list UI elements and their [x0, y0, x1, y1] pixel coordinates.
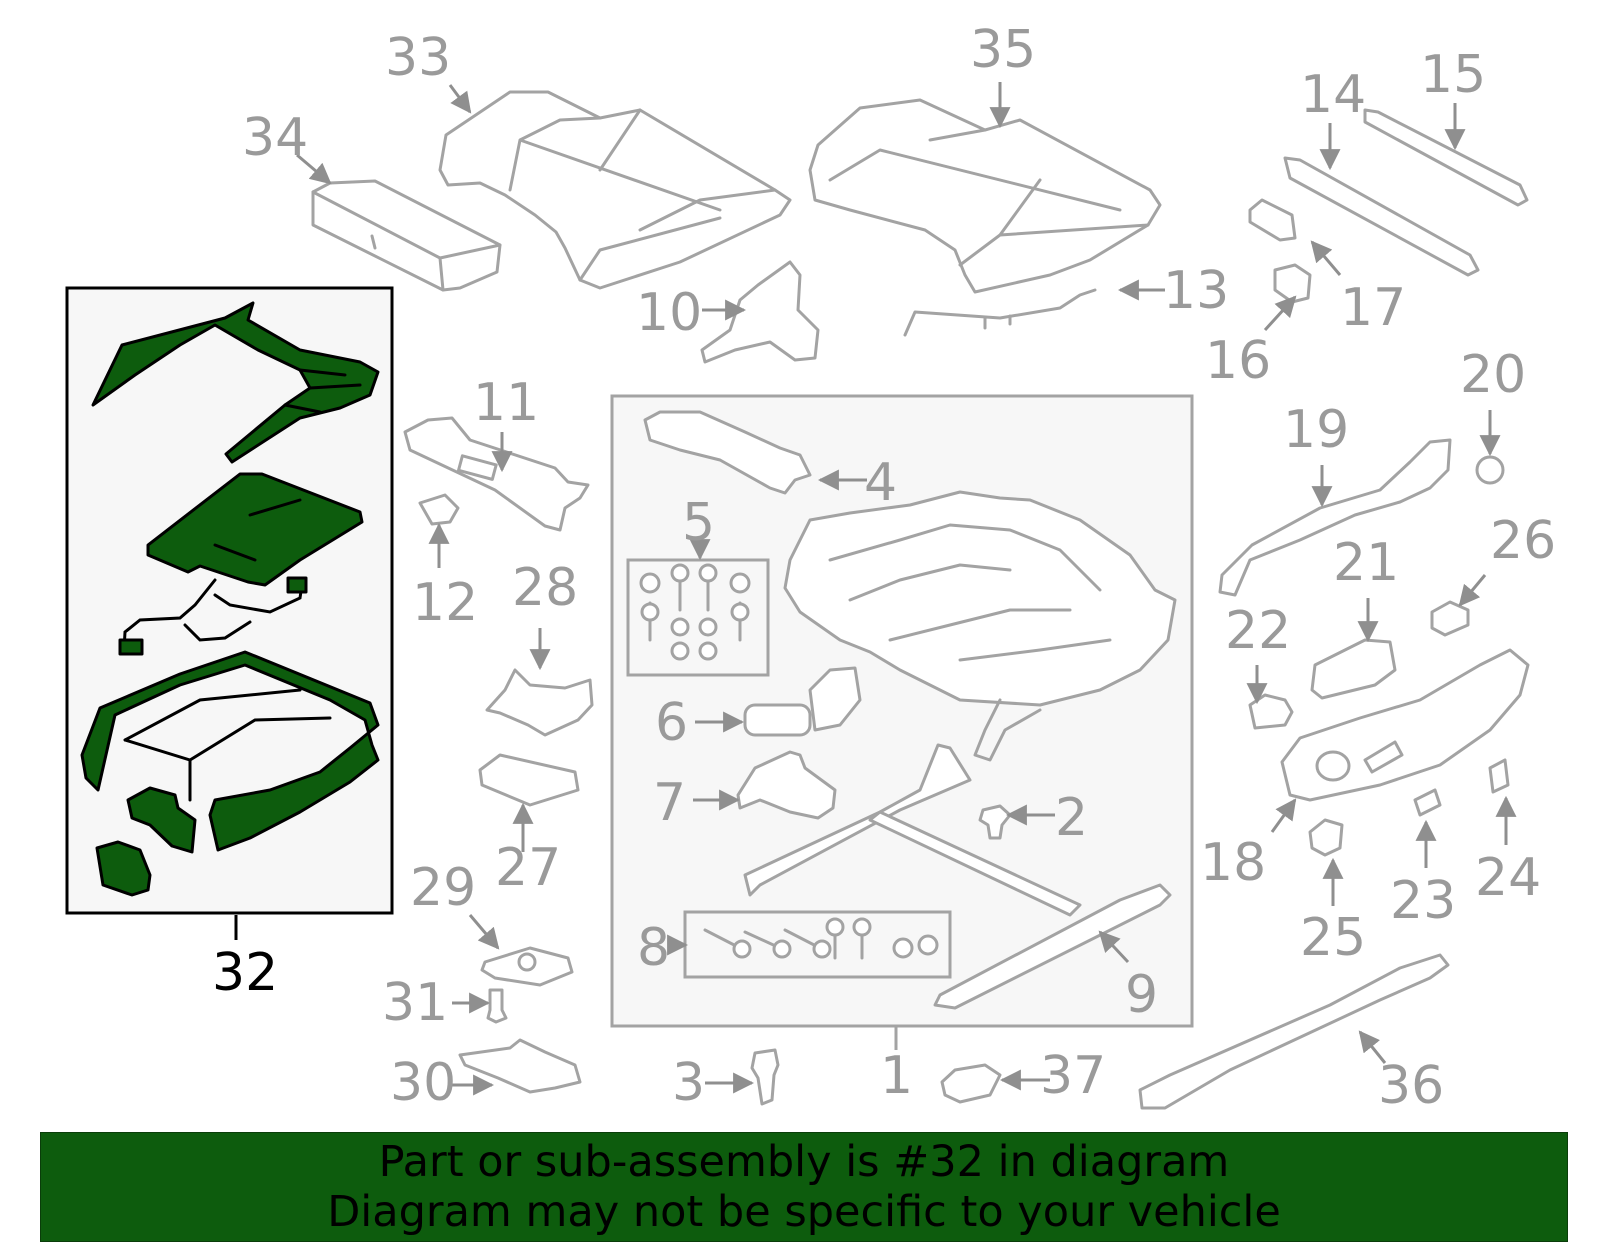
- part-11-crossmember[interactable]: [403, 416, 590, 532]
- callout-2: 2: [1055, 788, 1088, 848]
- part-37-clip[interactable]: [940, 1063, 1002, 1104]
- part-6-motor[interactable]: [743, 666, 862, 737]
- callout-37: 37: [1040, 1046, 1106, 1106]
- heater-mat: [146, 472, 364, 587]
- callout-36: 36: [1378, 1056, 1444, 1116]
- part-17-clip[interactable]: [1248, 198, 1297, 242]
- cushion-pad: [80, 650, 380, 852]
- part-3-bolt[interactable]: [750, 1048, 780, 1106]
- assembly-32-inset[interactable]: [65, 286, 394, 940]
- callout-7: 7: [653, 773, 686, 833]
- part-15-rail[interactable]: [1363, 108, 1529, 207]
- callout-22: 22: [1225, 601, 1291, 661]
- callout-35: 35: [970, 20, 1036, 80]
- callout-labels: 33 34 35 14 15 13 17 16 10 11 12 4 5 6 7…: [212, 20, 1556, 1116]
- callout-15: 15: [1420, 45, 1486, 105]
- info-banner: Part or sub-assembly is #32 in diagram D…: [40, 1132, 1568, 1242]
- part-28-bracket[interactable]: [485, 668, 594, 737]
- callout-6: 6: [655, 693, 688, 753]
- callout-8: 8: [637, 918, 670, 978]
- callout-12: 12: [412, 573, 478, 633]
- heater-element-upper: [91, 301, 380, 464]
- part-33-cushion-cover[interactable]: [438, 90, 792, 290]
- part-21-module[interactable]: [1310, 638, 1397, 700]
- callout-5: 5: [682, 493, 715, 553]
- part-34-bolster[interactable]: [311, 179, 502, 292]
- callout-20: 20: [1460, 345, 1526, 405]
- callout-23: 23: [1390, 871, 1456, 931]
- part-23-cap[interactable]: [1413, 788, 1442, 817]
- part-8-bolts: [703, 917, 939, 960]
- part-10-bracket[interactable]: [700, 260, 820, 364]
- callout-28: 28: [512, 558, 578, 618]
- part-20-grommet[interactable]: [1475, 455, 1505, 485]
- part-24-cap[interactable]: [1488, 758, 1510, 794]
- banner-line-2: Diagram may not be specific to your vehi…: [327, 1187, 1281, 1237]
- part-19-bracket[interactable]: [1218, 438, 1452, 597]
- callout-11: 11: [473, 373, 539, 433]
- callout-33: 33: [385, 28, 451, 88]
- callout-3: 3: [672, 1053, 705, 1113]
- callout-18: 18: [1200, 833, 1266, 893]
- callout-29: 29: [410, 858, 476, 918]
- callout-17: 17: [1340, 278, 1406, 338]
- part-26-knob[interactable]: [1430, 600, 1470, 637]
- callout-10: 10: [636, 283, 702, 343]
- callout-9: 9: [1125, 965, 1158, 1025]
- callout-1: 1: [880, 1046, 913, 1106]
- callout-34: 34: [242, 108, 308, 168]
- part-18-side-shield[interactable]: [1280, 648, 1530, 802]
- callout-14: 14: [1300, 65, 1366, 125]
- callout-32: 32: [212, 943, 278, 1003]
- seat-frame[interactable]: [783, 490, 1177, 762]
- part-36-trim[interactable]: [1138, 953, 1450, 1110]
- callout-26: 26: [1490, 511, 1556, 571]
- callout-19: 19: [1283, 400, 1349, 460]
- part-5-fasteners: [639, 563, 751, 661]
- part-13-wire[interactable]: [903, 288, 1097, 337]
- callout-27: 27: [495, 838, 561, 898]
- switch-bracket: [126, 786, 197, 854]
- callout-30: 30: [390, 1053, 456, 1113]
- callout-16: 16: [1205, 331, 1271, 391]
- callout-4: 4: [864, 453, 897, 513]
- callout-24: 24: [1475, 848, 1541, 908]
- part-35-backrest-cover[interactable]: [808, 98, 1162, 294]
- part-25-ring[interactable]: [1308, 818, 1344, 857]
- part-16-clip[interactable]: [1273, 263, 1312, 304]
- part-27-pad[interactable]: [478, 753, 580, 807]
- banner-line-1: Part or sub-assembly is #32 in diagram: [378, 1137, 1230, 1187]
- part-2-clip[interactable]: [978, 804, 1012, 840]
- part-14-rail[interactable]: [1283, 156, 1480, 277]
- callout-25: 25: [1300, 908, 1366, 968]
- callout-31: 31: [382, 973, 448, 1033]
- callout-21: 21: [1333, 533, 1399, 593]
- part-30-bracket[interactable]: [458, 1038, 582, 1094]
- part-4-shield[interactable]: [643, 410, 812, 495]
- callout-13: 13: [1163, 261, 1229, 321]
- leader-arrows: [296, 82, 1517, 1096]
- part-31-bolt[interactable]: [486, 988, 508, 1024]
- part-12-clip[interactable]: [418, 493, 460, 526]
- part-9-track[interactable]: [743, 743, 1172, 1010]
- switch-module: [95, 840, 152, 897]
